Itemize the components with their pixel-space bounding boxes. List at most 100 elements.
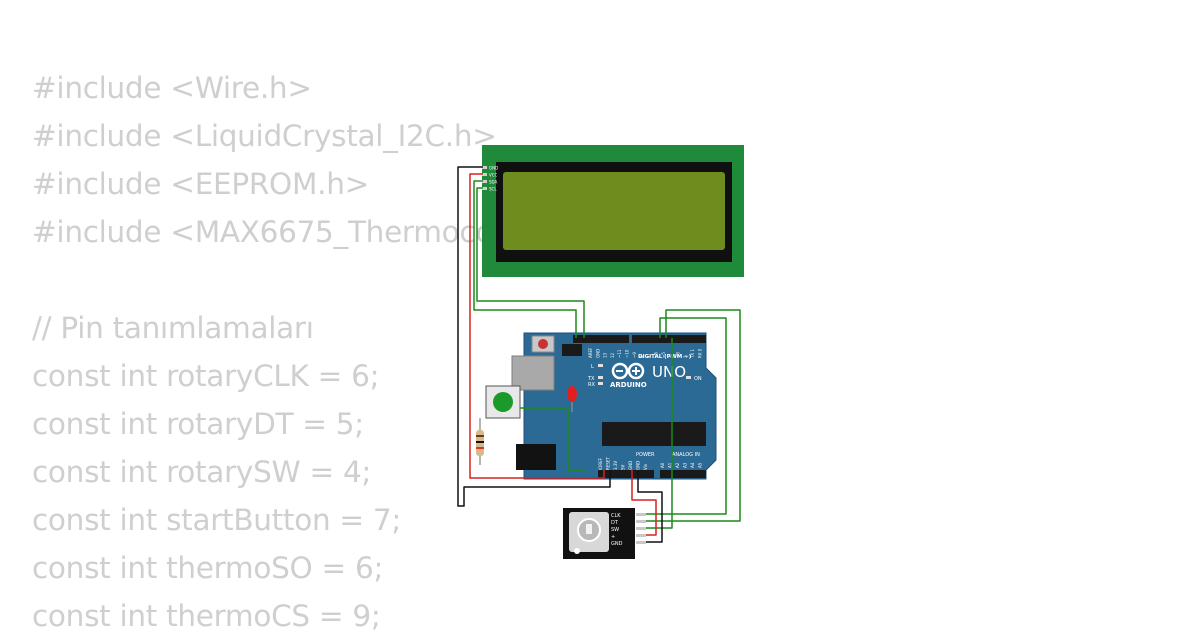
- pin-label: A1: [668, 462, 673, 468]
- l-led-label: L: [591, 364, 594, 370]
- pin-label: ~11: [617, 349, 622, 358]
- pin-label: GND: [636, 461, 641, 470]
- code-line[interactable]: const int startButton = 7;: [32, 503, 402, 537]
- wire-lcd-vcc[interactable]: [469, 173, 605, 479]
- pin-label: 4: [668, 355, 673, 358]
- resistor[interactable]: [476, 418, 484, 465]
- pin-label: 3.3V: [613, 461, 618, 470]
- red-led-body: [567, 386, 577, 402]
- lcd-pin-sda: SDA: [489, 180, 498, 185]
- reset-button-cap[interactable]: [538, 339, 548, 349]
- resistor-band: [476, 435, 484, 437]
- rx-led: [598, 382, 603, 385]
- code-line[interactable]: #include <EEPROM.h>: [32, 167, 370, 201]
- pin-label: 13: [603, 352, 608, 358]
- pin-label: TX 1: [690, 349, 695, 359]
- resistor-band: [476, 447, 484, 449]
- tx-led: [598, 376, 603, 379]
- wire-lcd-sda[interactable]: [473, 180, 577, 338]
- wire-lcd-gnd[interactable]: [457, 166, 611, 507]
- pin-label: A3: [683, 462, 688, 468]
- arduino-brand: ARDUINO: [610, 381, 647, 389]
- lcd-pin-scl: SCL: [489, 187, 497, 192]
- pin-label: ~3: [676, 352, 681, 358]
- encoder-pin-gnd: GND: [611, 541, 623, 547]
- pin-label: 12: [610, 352, 615, 358]
- analog-pins-label: ANALOG IN: [672, 452, 700, 458]
- wire-encoder-clk[interactable]: [646, 317, 727, 515]
- code-line[interactable]: const int rotaryDT = 5;: [32, 407, 364, 441]
- pin-label: ~10: [625, 349, 630, 358]
- pin-label: A0: [660, 462, 665, 468]
- pin-label: A5: [698, 462, 703, 468]
- arduino-model: UNO: [652, 363, 686, 381]
- l-led: [598, 364, 603, 367]
- top-header-left: [573, 335, 629, 343]
- tx-led-label: TX: [587, 376, 595, 382]
- pin-label: ~5: [661, 352, 666, 358]
- wire-encoder-dt[interactable]: [646, 309, 741, 522]
- lcd-pin-vcc: VCC: [489, 173, 498, 178]
- pin-label: ~6: [654, 352, 659, 358]
- pin-label: 8: [639, 355, 644, 358]
- arduino-logo: [611, 362, 645, 380]
- lcd-pin-header: [482, 166, 487, 190]
- power-pins-label: POWER: [636, 452, 655, 458]
- code-line[interactable]: #include <LiquidCrystal_I2C.h>: [32, 119, 497, 153]
- lcd-pin-gnd: GND: [489, 166, 498, 171]
- analog-header: [660, 470, 706, 478]
- digital-pins-label: DIGITAL (PWM ~): [638, 354, 692, 360]
- power-header: [598, 470, 654, 478]
- pin-label: 7: [646, 355, 651, 358]
- encoder-pin-header: [636, 513, 646, 544]
- pushbutton-cap[interactable]: [493, 392, 513, 412]
- rotary-encoder[interactable]: CLK DT SW + GND: [563, 508, 646, 559]
- encoder-knob-mark: [586, 524, 592, 534]
- arduino-uno[interactable]: DIGITAL (PWM ~) UNO ARDUINO ON L TX RX P…: [511, 332, 717, 480]
- top-header-right: [632, 335, 706, 343]
- wire-lcd-scl[interactable]: [476, 187, 585, 338]
- encoder-pin-dt: DT: [611, 520, 619, 526]
- encoder-pin-clk: CLK: [611, 513, 621, 519]
- pin-label: RX 0: [698, 348, 703, 358]
- pin-label: ~9: [632, 352, 637, 358]
- on-led: [686, 376, 691, 379]
- pin-label: GND: [628, 461, 633, 470]
- encoder-pin-plus: +: [611, 534, 615, 540]
- usb-connector: [511, 355, 555, 391]
- pin-label: 5V: [621, 464, 626, 470]
- lcd-screen: [503, 172, 725, 250]
- pin-label: IOREF: [598, 457, 603, 470]
- red-led[interactable]: [567, 386, 577, 412]
- pin-label: GND: [595, 349, 600, 358]
- atmega-chip: [602, 422, 706, 446]
- pin-label: A2: [675, 462, 680, 468]
- pin-label: RESET: [606, 457, 611, 470]
- power-jack: [516, 444, 556, 470]
- code-line[interactable]: const int rotarySW = 4;: [32, 455, 372, 489]
- start-pushbutton[interactable]: [485, 385, 521, 419]
- encoder-pin-sw: SW: [611, 527, 619, 533]
- wire-encoder-gnd[interactable]: [637, 470, 663, 543]
- resistor-band: [476, 441, 484, 443]
- pin-label: A4: [690, 462, 695, 468]
- wire-button[interactable]: [520, 407, 586, 471]
- code-line[interactable]: const int thermoSO = 6;: [32, 551, 384, 585]
- lcd-module[interactable]: GND VCC SDA SCL: [482, 145, 744, 277]
- wire-encoder-sw[interactable]: [646, 338, 673, 529]
- rx-led-label: RX: [588, 382, 595, 388]
- code-line[interactable]: #include <Wire.h>: [32, 71, 312, 105]
- icsp-header: [562, 344, 582, 356]
- wire-encoder-vcc[interactable]: [631, 470, 657, 536]
- pin-label: 2: [683, 355, 688, 358]
- code-line[interactable]: const int thermoCS = 9;: [32, 599, 381, 633]
- pin-label: Vin: [643, 463, 648, 470]
- code-line[interactable]: const int rotaryCLK = 6;: [32, 359, 380, 393]
- code-line[interactable]: // Pin tanımlamaları: [32, 311, 314, 345]
- on-led-label: ON: [694, 376, 702, 382]
- encoder-hole: [574, 548, 580, 554]
